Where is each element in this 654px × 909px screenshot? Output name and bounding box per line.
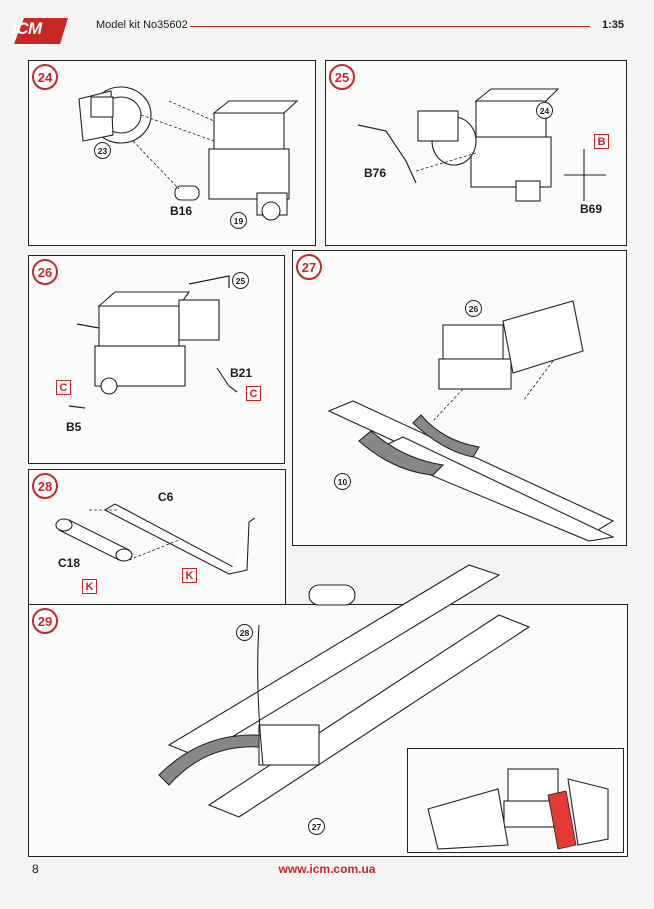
step-25-panel xyxy=(325,60,627,246)
part-label-b76: B76 xyxy=(364,166,387,180)
step-24-ref-23: 23 xyxy=(94,142,111,159)
step-29-drawing xyxy=(158,564,531,818)
step-25-badge: 25 xyxy=(329,64,355,90)
page-number: 8 xyxy=(32,862,39,876)
step-27-ref-10: 10 xyxy=(334,473,351,490)
brand-logo xyxy=(10,14,72,48)
part-label-b21: B21 xyxy=(230,366,253,380)
part-label-b69: B69 xyxy=(580,202,603,216)
step-28-drawing xyxy=(55,503,256,575)
sprue-letter-c-2: C xyxy=(56,380,71,395)
step-24-badge: 24 xyxy=(32,64,58,90)
step-28-panel xyxy=(28,469,286,606)
step-26-drawing xyxy=(68,275,238,409)
step-25-ref-24: 24 xyxy=(536,102,553,119)
step-27-drawing xyxy=(327,300,615,542)
step-29-ref-27: 27 xyxy=(308,818,325,835)
sprue-letter-k-2: K xyxy=(182,568,197,583)
step-26-badge: 26 xyxy=(32,259,58,285)
step-24-drawing xyxy=(78,86,299,221)
header-rule xyxy=(190,26,590,27)
step-28-badge: 28 xyxy=(32,473,58,499)
step-24-panel xyxy=(28,60,316,246)
sprue-letter-k-1: K xyxy=(82,579,97,594)
brand-tagline: Keep on the Track xyxy=(18,38,62,44)
step-27-ref-26: 26 xyxy=(465,300,482,317)
step-27-panel xyxy=(292,250,627,546)
step-29-inset xyxy=(407,748,624,853)
scale-label: 1:35 xyxy=(601,19,624,31)
step-25-drawing xyxy=(357,88,606,202)
sprue-letter-b: B xyxy=(594,134,609,149)
step-26-panel xyxy=(28,255,285,464)
part-label-c18: C18 xyxy=(58,556,81,570)
step-29-inset-drawing xyxy=(427,768,609,850)
sprue-letter-c-1: C xyxy=(246,386,261,401)
brand-name: ICM xyxy=(12,19,42,38)
part-label-c6: C6 xyxy=(158,490,174,504)
step-26-ref-25: 25 xyxy=(232,272,249,289)
step-29-badge: 29 xyxy=(32,608,58,634)
footer-url[interactable]: www.icm.com.ua xyxy=(278,862,376,876)
part-label-b5: B5 xyxy=(66,420,82,434)
step-29-ref-28: 28 xyxy=(236,624,253,641)
kit-number: Model kit No35602 xyxy=(96,19,188,31)
step-27-badge: 27 xyxy=(296,254,322,280)
step-24-ref-19: 19 xyxy=(230,212,247,229)
part-label-b16: B16 xyxy=(170,204,193,218)
